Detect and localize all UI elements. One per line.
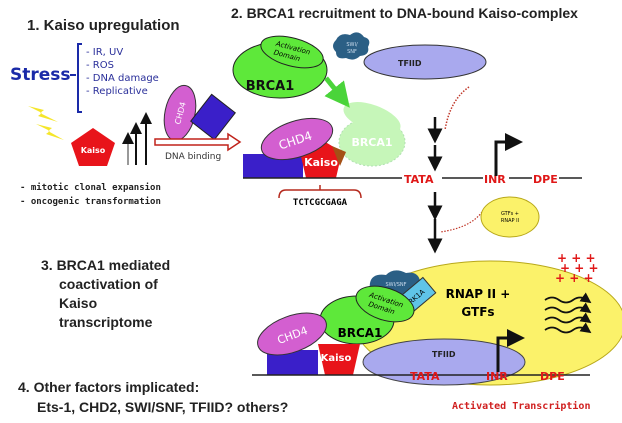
chd4-protein	[260, 117, 334, 161]
dna-binding-arrow	[154, 132, 242, 152]
stress-label: Stress	[10, 65, 71, 85]
dpe-element: DPE	[533, 173, 558, 186]
swi-snf-label: SWI/SNF	[385, 282, 406, 288]
tfiid-protein	[362, 338, 526, 386]
tata-box: TATA	[404, 173, 434, 186]
stress-item: - ROS	[86, 60, 114, 71]
dotted-recruitment-path	[439, 211, 483, 233]
inr-element: INR	[484, 173, 506, 186]
stress-bracket	[70, 43, 82, 113]
swi-snf-label: SWI/	[346, 42, 358, 48]
stress-item: - DNA damage	[86, 73, 159, 84]
inr-element: INR	[486, 370, 508, 383]
section3-title: Kaiso	[59, 295, 97, 311]
section3-title: transcriptome	[59, 314, 153, 330]
gtfs-label: GTFs +	[501, 211, 519, 217]
brca1-label: BRCA1	[246, 79, 295, 94]
tss-arrow-icon	[494, 133, 523, 176]
gtfs-rnap-complex	[480, 196, 540, 238]
rnap-label: RNAP II	[501, 218, 519, 224]
kaiso-label: Kaiso	[304, 156, 338, 169]
tfiid-label: TFIID	[398, 59, 422, 68]
kaiso-label: Kaiso	[81, 146, 106, 155]
upregulation-plus-icon: + + + + + + + + +	[555, 251, 599, 285]
tfiid-label: TFIID	[432, 350, 456, 359]
gtfs-label: GTFs	[461, 305, 494, 319]
kaiso-label: Kaiso	[321, 353, 352, 364]
dotted-recruitment-path	[444, 86, 470, 131]
dna-binding-label: DNA binding	[165, 152, 221, 162]
activation-domain	[260, 35, 324, 69]
section2-title: 2. BRCA1 recruitment to DNA-bound Kaiso-…	[231, 5, 578, 21]
section4-title: 4. Other factors implicated:	[18, 379, 199, 395]
tfiid-protein	[363, 44, 487, 80]
section3-title: 3. BRCA1 mediated	[41, 257, 170, 273]
blue-protein	[190, 93, 236, 141]
svg-text:+ + +: + + +	[560, 261, 599, 275]
svg-text:+ + +: + + +	[555, 271, 594, 285]
svg-text:+ + +: + + +	[557, 251, 596, 265]
kaiso-shadow	[332, 146, 346, 166]
section3-title: coactivation of	[59, 276, 158, 292]
other-factors-list: Ets-1, CHD2, SWI/SNF, TFIID? others?	[37, 399, 288, 415]
transcript-waves-icon	[544, 292, 592, 334]
upregulation-arrows-icon	[122, 112, 152, 165]
lightning-icon	[28, 106, 64, 140]
recruitment-arrow	[324, 76, 350, 108]
outcome-item: - mitotic clonal expansion	[20, 182, 161, 193]
brca1-label: BRCA1	[338, 326, 383, 340]
dpe-element: DPE	[540, 370, 565, 383]
binding-site-bracket	[278, 185, 362, 199]
activated-transcription-label: Activated Transcription	[452, 400, 590, 412]
chd4-protein	[257, 312, 327, 356]
rnap-label: RNAP II +	[446, 287, 511, 301]
recruited-brca1-faded: BRCA1	[338, 102, 406, 167]
section1-title: 1. Kaiso upregulation	[27, 17, 180, 34]
swi-snf-label: SNF	[347, 49, 357, 55]
faded-brca1-label: BRCA1	[351, 136, 392, 149]
kaiso-protein	[318, 344, 360, 375]
outcome-item: - oncogenic transformation	[20, 196, 161, 207]
tata-box: TATA	[410, 370, 440, 383]
swi-snf-cloud	[333, 32, 370, 60]
kaiso-protein	[71, 128, 115, 166]
tss-arrow-icon	[496, 329, 525, 372]
stress-item: - IR, UV	[86, 47, 123, 58]
stress-item: - Replicative	[86, 86, 148, 97]
activation-domain	[355, 285, 415, 323]
stress-list: - IR, UV - ROS - DNA damage - Replicativ…	[86, 47, 159, 97]
kaiso-binding-sequence: TCTCGCGAGA	[293, 198, 348, 208]
